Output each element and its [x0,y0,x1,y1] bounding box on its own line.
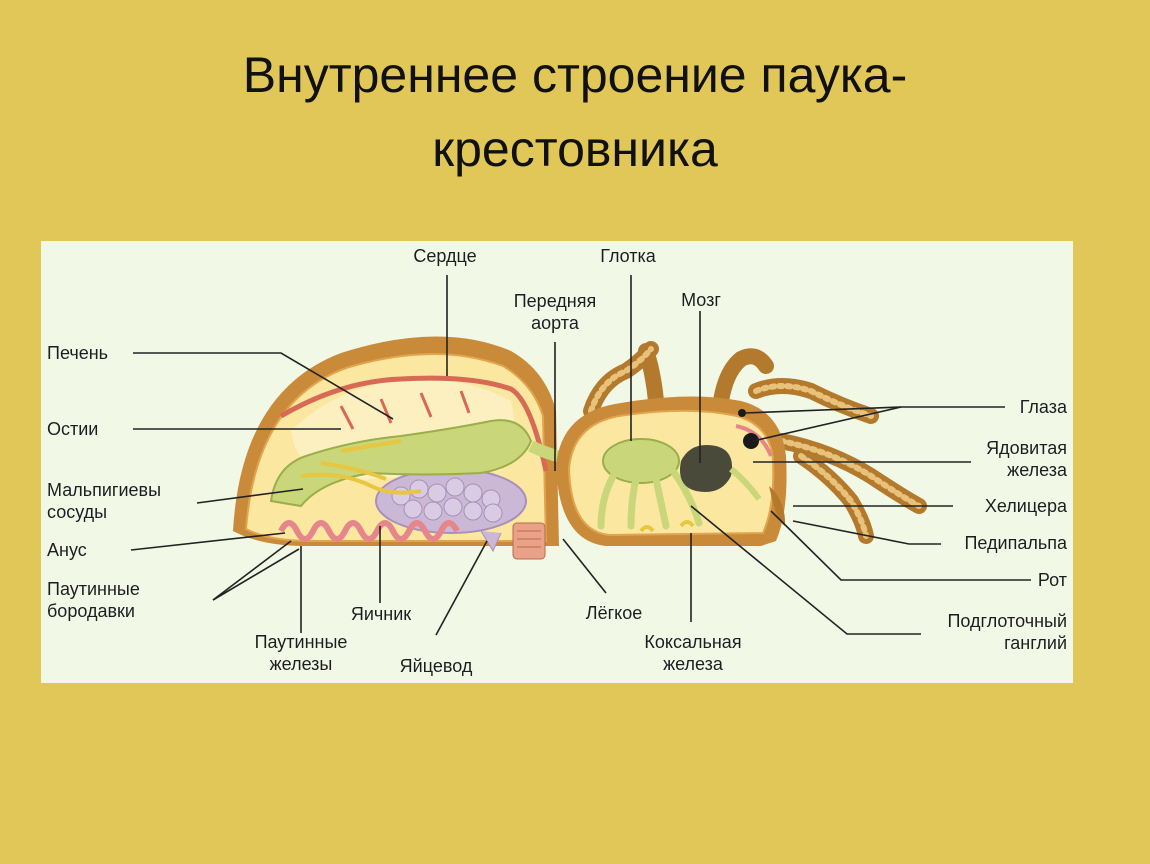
label-malpighian-vessels: Мальпигиевы сосуды [47,480,162,522]
label-subpharyngeal-ganglion: Подглоточный ганглий [947,611,1067,653]
label-anus: Анус [47,540,87,560]
label-brain: Мозг [681,290,721,310]
coxal-gland [639,520,695,533]
label-liver: Печень [47,343,109,363]
label-chelicera: Хелицера [984,496,1067,516]
malpighian-vessels [300,439,422,495]
heart-vessel [279,375,549,472]
eye [743,433,759,449]
label-silk-glands: Паутинные железы [254,632,348,674]
title-line-2: крестовника [432,121,718,177]
label-heart: Сердце [413,246,477,266]
label-eyes: Глаза [1019,397,1067,417]
label-pharynx: Глотка [600,246,656,266]
label-coxal-gland: Коксальная железа [644,632,742,674]
label-mouth: Рот [1037,570,1067,590]
spider-anatomy-diagram: Сердце Глотка Передняя аорта Мозг Печень… [41,241,1073,683]
label-venom-gland: Ядовитая железа [986,438,1067,480]
slide-title: Внутреннее строение паука- крестовника [0,38,1150,186]
sucking-stomach [602,438,680,484]
title-line-1: Внутреннее строение паука- [242,47,908,103]
label-anterior-aorta: Передняя аорта [513,291,597,333]
brain [680,445,732,492]
chelicera [769,486,786,526]
label-ostia: Остии [47,419,99,439]
pointer-lines [130,275,1031,636]
book-lung [512,522,546,560]
venom-gland [735,424,773,457]
label-lung: Лёгкое [585,603,643,623]
label-pedipalp: Педипальпа [964,533,1067,553]
silk-glands [278,520,460,542]
label-spinnerets: Паутинные бородавки [47,579,140,621]
spider-illustration [130,275,1031,636]
label-ovary: Яичник [350,604,412,624]
label-oviduct: Яйцевод [399,656,473,676]
